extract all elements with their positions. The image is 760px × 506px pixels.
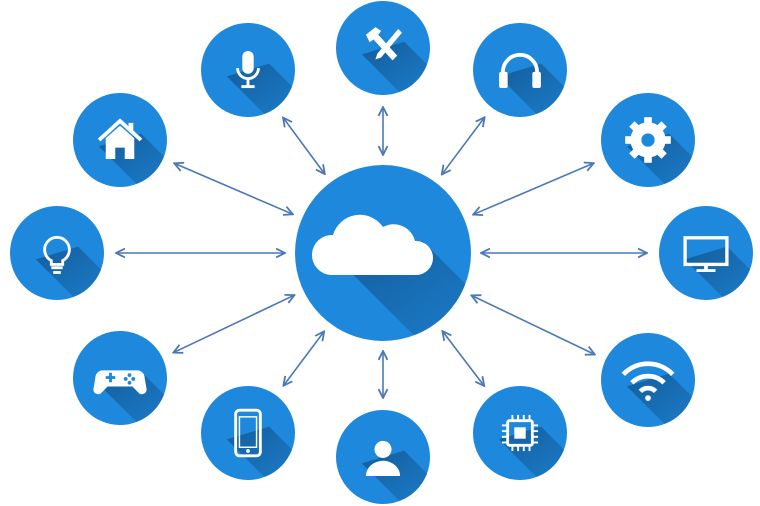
device-nodes (10, 1, 753, 504)
node-light-bulb (10, 206, 104, 300)
node-monitor (659, 206, 753, 300)
gear-icon (625, 117, 671, 163)
node-microphone (201, 23, 295, 117)
arrow-to-smartphone (283, 331, 324, 385)
long-shadow (98, 133, 167, 187)
arrow-to-settings (473, 163, 594, 214)
wifi-icon (621, 361, 675, 401)
node-cloud (295, 165, 471, 341)
light-bulb-icon (43, 235, 71, 274)
node-home (73, 93, 167, 187)
chip-icon (501, 414, 539, 452)
arrow-to-microphone (283, 117, 325, 174)
long-shadow (98, 371, 167, 425)
smartphone-icon (234, 408, 262, 458)
node-headphones (473, 23, 567, 117)
cloud-icon (311, 214, 434, 275)
node-smartphone (201, 386, 295, 480)
node-chip (473, 386, 567, 480)
node-user (336, 410, 430, 504)
long-shadow (226, 426, 295, 480)
tools-icon (365, 27, 402, 61)
node-tools (336, 1, 430, 95)
arrow-to-chip (442, 331, 484, 386)
monitor-icon (683, 236, 729, 272)
headphones-icon (499, 52, 541, 89)
connection-arrows (116, 107, 647, 398)
node-wifi (601, 333, 695, 427)
long-shadow (361, 41, 430, 95)
microphone-icon (236, 51, 260, 89)
arrow-to-headphones (442, 117, 485, 174)
arrow-to-wifi (471, 295, 594, 354)
node-gamepad (73, 331, 167, 425)
home-icon (97, 118, 143, 159)
user-icon (365, 440, 401, 476)
arrow-to-home (174, 163, 293, 214)
arrow-to-gamepad (173, 295, 294, 353)
long-shadow (226, 63, 295, 117)
gamepad-icon (93, 370, 147, 395)
long-shadow (498, 63, 567, 117)
node-settings (601, 93, 695, 187)
